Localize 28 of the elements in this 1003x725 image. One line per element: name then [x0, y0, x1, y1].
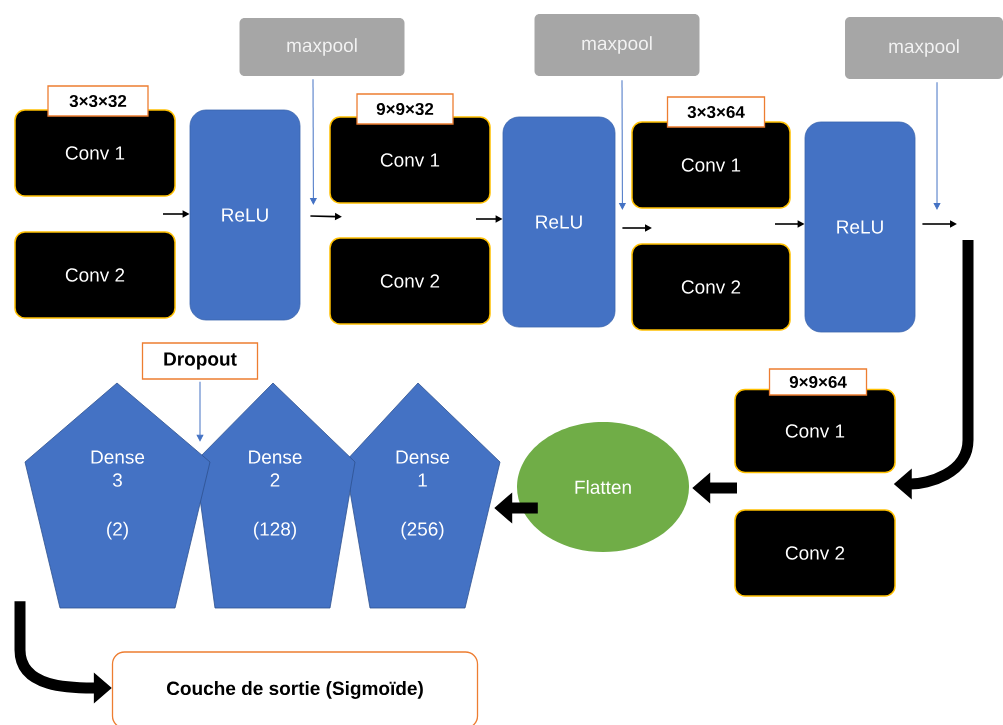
size-label-box: 3×3×64: [666, 96, 766, 128]
size-label-box: 3×3×32: [47, 85, 149, 117]
conv-box: Conv 2: [329, 237, 491, 325]
maxpool-tag: maxpool: [845, 17, 1003, 79]
maxpool-tag: maxpool: [534, 14, 700, 76]
maxpool-tag: maxpool: [239, 18, 405, 76]
conv-box: Conv 2: [631, 243, 791, 331]
size-label-box: 9×9×32: [356, 93, 454, 125]
size-label-box: 9×9×64: [768, 368, 868, 396]
output-box: Couche de sortie (Sigmoïde): [111, 651, 479, 725]
conv-box: Conv 1: [631, 121, 791, 209]
conv-box: Conv 2: [734, 509, 896, 597]
relu-box: ReLU: [189, 109, 301, 321]
arrow: [196, 381, 204, 442]
conv-box: Conv 1: [734, 388, 896, 474]
dropout-box: Dropout: [141, 342, 259, 380]
relu-box: ReLU: [502, 116, 616, 328]
conv-box: Conv 1: [329, 116, 491, 204]
conv-box: Conv 1: [14, 109, 176, 197]
conv-box: Conv 2: [14, 231, 176, 319]
dense-pentagon: Dense 2 (128): [194, 382, 356, 609]
dense-pentagon: Dense 1 (256): [344, 382, 501, 609]
dense-pentagon: Dense 3 (2): [24, 382, 211, 609]
arrow: [619, 79, 626, 210]
arrow: [933, 81, 941, 210]
arrow: [921, 220, 957, 228]
arrow: [310, 78, 317, 205]
relu-box: ReLU: [804, 121, 916, 333]
